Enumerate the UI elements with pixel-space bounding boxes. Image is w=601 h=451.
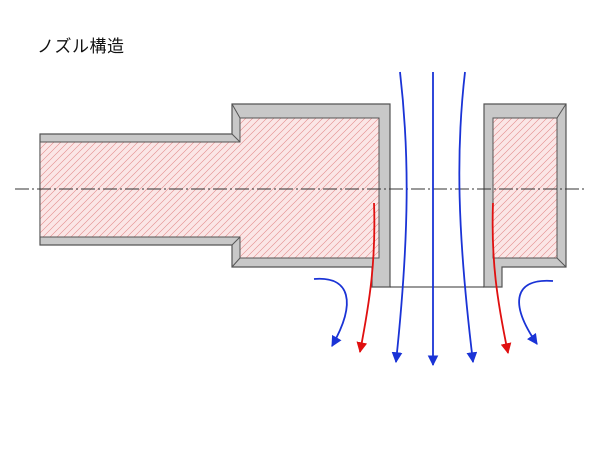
flow-arrow-right-inner xyxy=(458,71,478,364)
flow-arrow-red-left xyxy=(356,202,376,354)
left-step-line-top xyxy=(231,133,241,143)
right-hatched-interior xyxy=(492,117,558,259)
main-flow-arrows xyxy=(391,71,478,367)
flow-arrow-left-inner xyxy=(391,71,408,364)
left-hatched-interior xyxy=(39,117,380,259)
right-corner-bottom xyxy=(556,257,567,268)
diagram-title: ノズル構造 xyxy=(37,37,125,57)
right-corner-top xyxy=(556,103,567,119)
secondary-flow-arrows xyxy=(356,202,512,355)
left-step-line-bottom xyxy=(231,236,241,246)
flow-arrow-right-outer xyxy=(518,279,554,345)
entrained-flow-arrows xyxy=(313,277,554,347)
right-nozzle-body xyxy=(483,103,567,288)
left-nozzle-body xyxy=(39,103,391,288)
flow-arrow-red-right xyxy=(491,202,512,355)
left-corner-bottom xyxy=(231,257,241,268)
flow-arrow-left-outer xyxy=(313,277,348,347)
left-corner-top xyxy=(231,103,241,119)
